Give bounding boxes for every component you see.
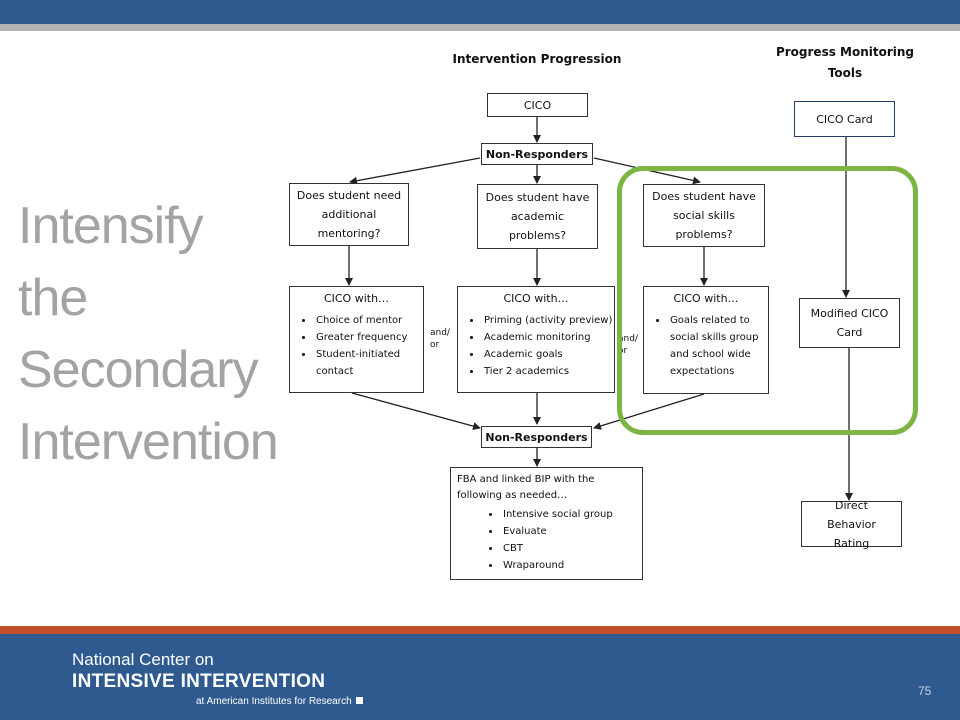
square-icon bbox=[355, 697, 363, 704]
cico-with-academic-box: CICO with… Priming (activity preview) Ac… bbox=[457, 286, 615, 393]
cico-with-heading: CICO with… bbox=[503, 292, 569, 305]
list-item: Tier 2 academics bbox=[482, 363, 614, 380]
non-responders-box-2: Non-Responders bbox=[481, 426, 592, 448]
fba-heading: FBA and linked BIP with the following as… bbox=[457, 474, 595, 501]
direct-behavior-rating-box: Direct Behavior Rating bbox=[801, 499, 902, 550]
cico-with-list: Goals related to social skills group and… bbox=[644, 312, 768, 380]
and-or-label: and/ or bbox=[430, 328, 450, 350]
highlight-outline bbox=[617, 166, 918, 435]
list-item: Goals related to social skills group and… bbox=[668, 312, 768, 380]
fba-list: Intensive social group Evaluate CBT Wrap… bbox=[457, 506, 636, 574]
top-stripe bbox=[0, 24, 960, 31]
slide-title-line: Secondary bbox=[18, 341, 259, 399]
list-item: Student-initiated contact bbox=[314, 346, 423, 380]
fba-box: FBA and linked BIP with the following as… bbox=[450, 467, 643, 580]
modified-cico-card-box: Modified CICO Card bbox=[799, 298, 900, 348]
progress-monitoring-title: Progress Monitoring Tools bbox=[775, 45, 915, 80]
slide-title: Intensify the Secondary Intervention bbox=[18, 190, 288, 478]
list-item: Academic monitoring bbox=[482, 329, 614, 346]
list-item: Intensive social group bbox=[501, 506, 636, 523]
footer-accent-stripe bbox=[0, 626, 960, 634]
slide-title-line: the bbox=[18, 269, 88, 327]
org-affiliation: at American Institutes for Research bbox=[196, 696, 363, 707]
social-question-box: Does student have social skills problems… bbox=[643, 184, 765, 247]
arrow-cico1-to-nr2 bbox=[351, 392, 481, 431]
cico-with-heading: CICO with… bbox=[673, 292, 739, 305]
list-item: CBT bbox=[501, 540, 636, 557]
list-item: Choice of mentor bbox=[314, 312, 423, 329]
cico-box: CICO bbox=[487, 93, 588, 117]
org-affiliation-text: at American Institutes for Research bbox=[196, 696, 352, 707]
academic-question-box: Does student have academic problems? bbox=[477, 184, 598, 249]
intervention-progression-title: Intervention Progression bbox=[452, 52, 622, 66]
org-name-line1: National Center on bbox=[72, 650, 214, 669]
cico-card-box: CICO Card bbox=[794, 101, 895, 137]
list-item: Academic goals bbox=[482, 346, 614, 363]
slide-title-line: Intervention bbox=[18, 413, 279, 471]
footer-bar bbox=[0, 634, 960, 720]
arrow-cico3-to-nr2 bbox=[593, 393, 705, 430]
org-name-line2: INTENSIVE INTERVENTION bbox=[72, 671, 326, 692]
cico-with-list: Choice of mentor Greater frequency Stude… bbox=[290, 312, 423, 380]
arrow-nr-to-mentoring bbox=[349, 157, 481, 185]
slide-title-line: Intensify bbox=[18, 197, 204, 255]
list-item: Priming (activity preview) bbox=[482, 312, 614, 329]
top-bar bbox=[0, 0, 960, 24]
cico-with-list: Priming (activity preview) Academic moni… bbox=[458, 312, 614, 380]
page-number: 75 bbox=[918, 684, 932, 698]
cico-with-social-box: CICO with… Goals related to social skill… bbox=[643, 286, 769, 394]
mentoring-question-box: Does student need additional mentoring? bbox=[289, 183, 409, 246]
list-item: Greater frequency bbox=[314, 329, 423, 346]
non-responders-box: Non-Responders bbox=[481, 143, 593, 165]
cico-with-mentoring-box: CICO with… Choice of mentor Greater freq… bbox=[289, 286, 424, 393]
cico-with-heading: CICO with… bbox=[323, 292, 390, 305]
list-item: Evaluate bbox=[501, 523, 636, 540]
and-or-label: and/ or bbox=[618, 334, 638, 356]
list-item: Wraparound bbox=[501, 557, 636, 574]
